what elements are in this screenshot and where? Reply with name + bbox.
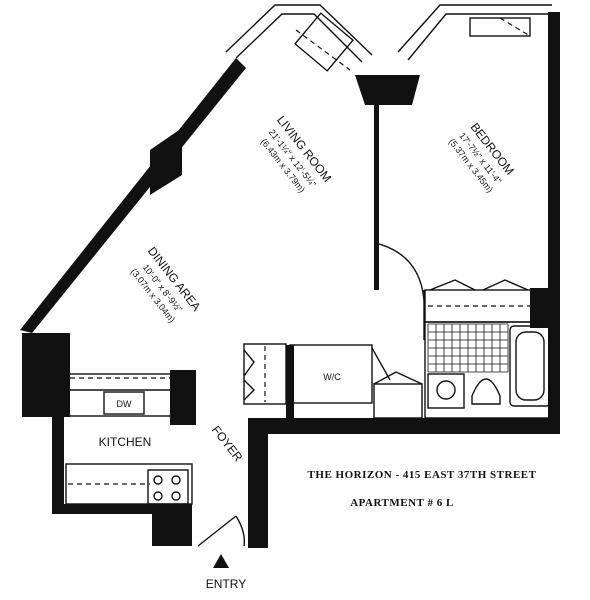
kitchen-left-wall: [52, 410, 64, 514]
foyer-label: FOYER: [209, 423, 246, 464]
entry-door-swing: [235, 515, 246, 547]
bay-window-left-outer: [225, 4, 373, 56]
burner-icon: [153, 491, 163, 501]
closet-door-right: [482, 279, 529, 291]
bay-window-dash-left: [295, 29, 351, 71]
bay-center-pier: [355, 75, 420, 105]
entry-door-leaf: [197, 515, 237, 547]
wall-column-upper: [150, 128, 182, 195]
bay-window-left-inner: [235, 13, 363, 63]
right-exterior-wall: [548, 12, 560, 434]
burner-icon: [153, 475, 163, 485]
kitchen-right-pillar: [170, 370, 196, 425]
foyer-closet-door-2: [243, 379, 255, 401]
bedroom-partition-lower: [374, 244, 379, 290]
sink-icon: [436, 380, 456, 400]
dishwasher-label: DW: [117, 399, 132, 409]
building-caption: THE HORIZON - 415 EAST 37TH STREET: [308, 469, 537, 481]
toilet-icon: [471, 378, 501, 405]
kitchen-bottom-wall: [52, 504, 192, 514]
bathtub-inner: [515, 331, 545, 401]
kitchen-counter-top: [67, 373, 173, 417]
kitchen-pillar: [152, 512, 192, 546]
bathtub: [509, 325, 551, 407]
burner-icon: [171, 475, 181, 485]
apartment-caption: APARTMENT # 6 L: [350, 497, 454, 509]
bottom-right-wall: [248, 418, 560, 434]
wall-column-left: [22, 333, 70, 417]
bay-window-sill-left: [294, 12, 354, 72]
entry-arrow-icon: [213, 554, 229, 568]
closet-door-left: [429, 279, 476, 291]
bay-window-right-inner: [407, 13, 548, 61]
bay-window-right-outer: [397, 4, 552, 53]
wic-outline: [289, 344, 373, 404]
kitchen-label: KITCHEN: [99, 435, 152, 449]
wic-door: [371, 347, 391, 381]
dishwasher: [103, 391, 145, 415]
wic-label: W/C: [323, 372, 341, 382]
left-diagonal-wall: [20, 58, 246, 333]
foyer-closet-door: [243, 349, 255, 377]
bathroom-tile-floor: [427, 323, 509, 373]
stove: [147, 469, 189, 505]
wic-shelf-door: [373, 371, 423, 385]
foyer-closet: [243, 343, 287, 405]
bathroom-outline: [424, 321, 553, 419]
wic-shelf: [373, 383, 423, 419]
bay-window-sill-right: [469, 17, 531, 37]
bay-window-dash-right: [499, 17, 531, 37]
bedroom-door-swing: [378, 243, 425, 301]
entry-label: ENTRY: [206, 577, 246, 591]
burner-icon: [171, 491, 181, 501]
kitchen-counter-bottom: [65, 463, 193, 505]
bedroom-partition-wall: [374, 100, 379, 250]
foyer-right-wall: [248, 418, 268, 548]
bath-vanity: [427, 373, 465, 409]
